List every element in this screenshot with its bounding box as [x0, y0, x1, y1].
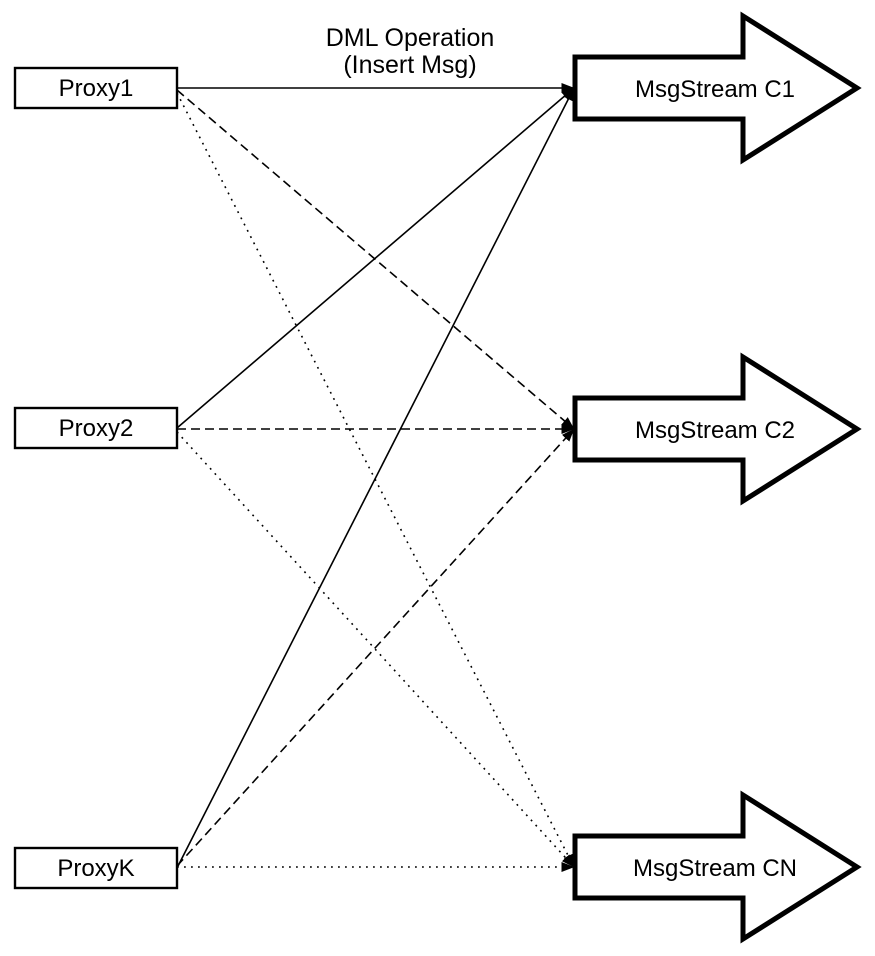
- block-arrow-cn: [572, 790, 862, 944]
- connection-proxy2-to-cn: [176, 431, 575, 868]
- connection-proxy1-to-cn: [176, 92, 575, 868]
- proxy-label-2: Proxy2: [59, 415, 134, 442]
- connections-dashed: [176, 89, 575, 867]
- proxy-label-1: Proxy1: [59, 75, 134, 102]
- annotation-line1: DML Operation: [326, 24, 495, 52]
- stream-nodes: MsgStream C1 MsgStream C2 MsgStream CN: [572, 11, 862, 944]
- annotation: DML Operation (Insert Msg): [326, 24, 495, 79]
- proxy-box-2: [13, 406, 179, 450]
- block-arrow-c1: [572, 11, 862, 165]
- connection-proxy2-to-c1: [176, 87, 575, 429]
- connection-proxy1-to-c2: [176, 89, 575, 430]
- stream-label-c2: MsgStream C2: [635, 417, 795, 444]
- stream-label-cn: MsgStream CN: [633, 855, 797, 882]
- annotation-line2: (Insert Msg): [343, 51, 476, 79]
- proxy-box-1: [13, 66, 179, 110]
- proxy-label-k: ProxyK: [57, 855, 134, 882]
- connections-solid: [176, 83, 575, 869]
- connection-proxyk-to-c2: [176, 428, 575, 867]
- proxy-box-k: [13, 846, 179, 890]
- connection-proxyk-to-c1: [176, 87, 575, 869]
- stream-label-c1: MsgStream C1: [635, 76, 795, 103]
- block-arrow-c2: [572, 352, 862, 506]
- connections-dotted: [176, 92, 575, 872]
- proxy-nodes: Proxy1 Proxy2 ProxyK: [13, 66, 179, 890]
